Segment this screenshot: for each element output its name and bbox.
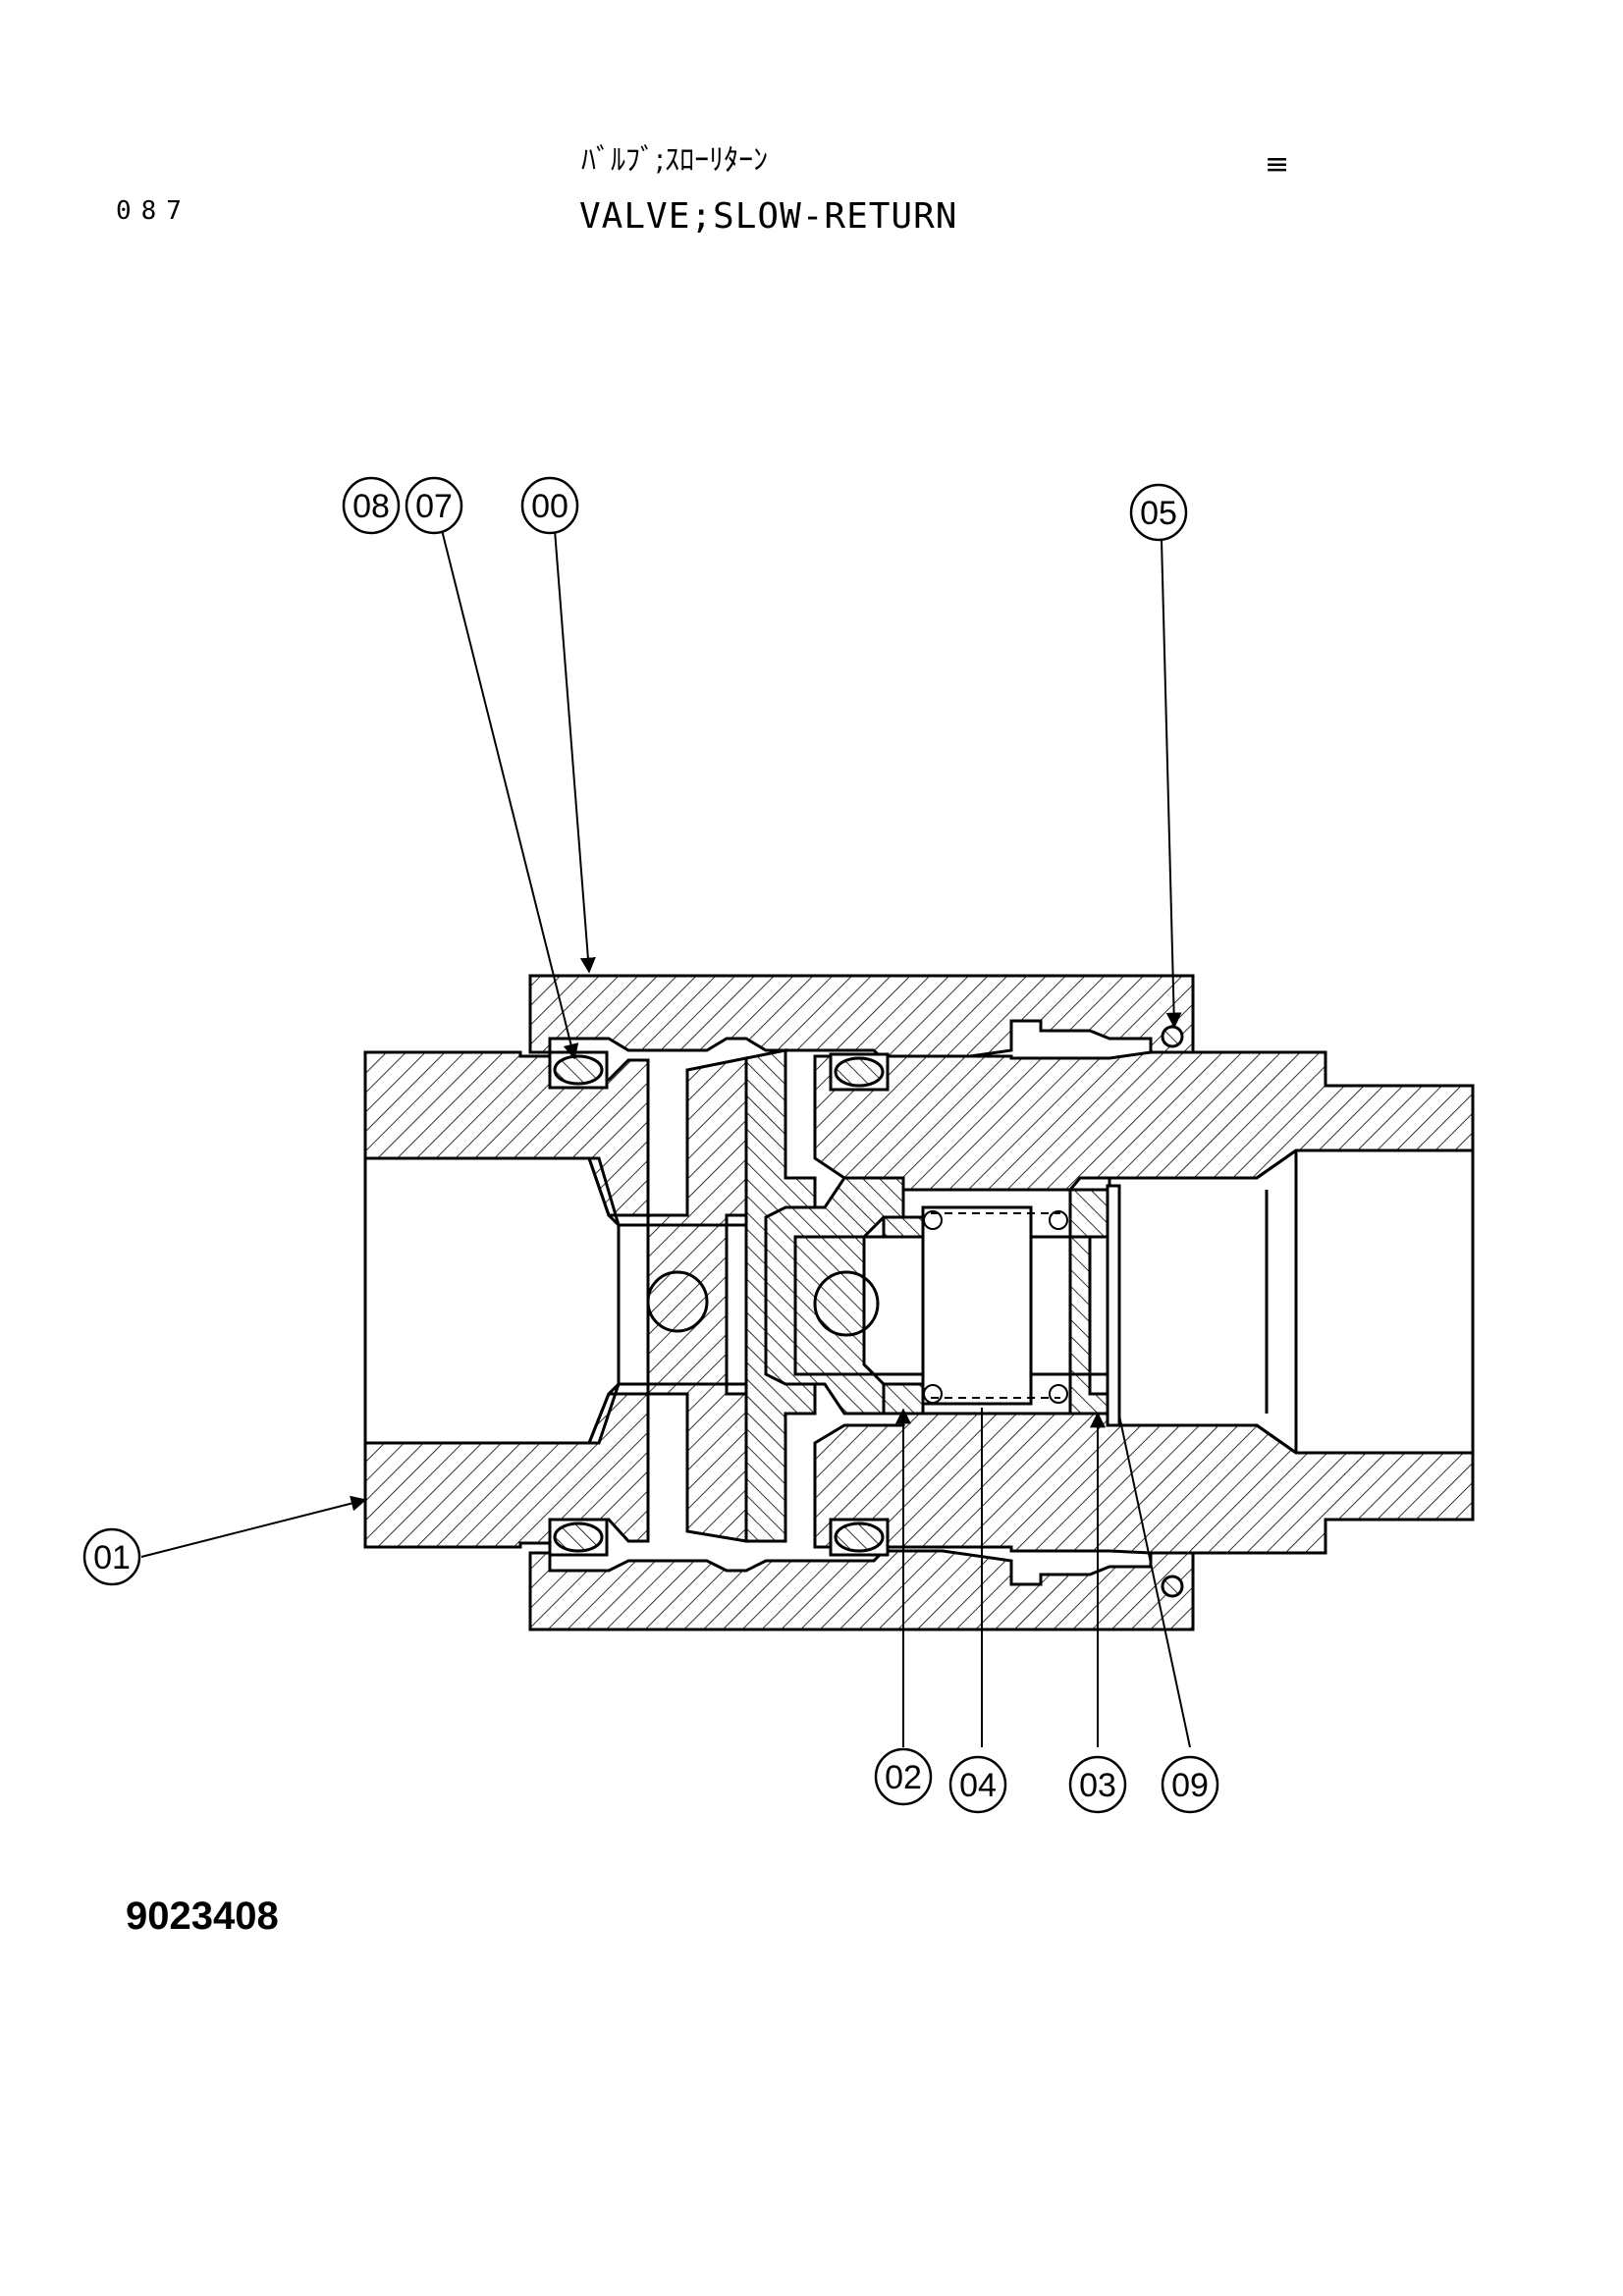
callout-01-circle — [82, 1527, 141, 1586]
callout-03-circle — [1068, 1755, 1127, 1814]
leader-lines — [140, 529, 1191, 1748]
callout-09-circle — [1161, 1755, 1219, 1814]
title-japanese: ﾊﾞﾙﾌﾞ;ｽﾛｰﾘﾀｰﾝ — [581, 143, 769, 178]
callout-03: 03 — [1079, 1767, 1116, 1804]
outer-sleeve — [528, 974, 1195, 1631]
callout-08: 08 — [352, 488, 390, 525]
main-body-right — [813, 1050, 1475, 1555]
callout-circles — [82, 476, 1219, 1814]
drawing-number: 9023408 — [126, 1895, 279, 1938]
callout-02: 02 — [885, 1759, 922, 1796]
spring — [923, 1210, 1068, 1404]
callout-07: 07 — [415, 488, 453, 525]
callout-09: 09 — [1171, 1767, 1209, 1804]
callout-05: 05 — [1140, 495, 1177, 532]
callout-01: 01 — [93, 1539, 131, 1576]
callout-08-circle — [342, 476, 401, 535]
title-english: VALVE;SLOW-RETURN — [579, 196, 958, 237]
callout-02-circle — [874, 1747, 933, 1806]
corner-mark: ≡ — [1265, 147, 1290, 182]
o-rings — [548, 1025, 1184, 1598]
page-number: 087 — [116, 196, 191, 226]
callout-07-circle — [405, 476, 463, 535]
callout-04-circle — [948, 1755, 1007, 1814]
main-body-left — [363, 1050, 748, 1549]
callout-00: 00 — [531, 488, 568, 525]
callout-05-circle — [1129, 483, 1188, 542]
snap-ring — [1106, 1184, 1121, 1427]
callout-00-circle — [520, 476, 579, 535]
callout-04: 04 — [959, 1767, 997, 1804]
